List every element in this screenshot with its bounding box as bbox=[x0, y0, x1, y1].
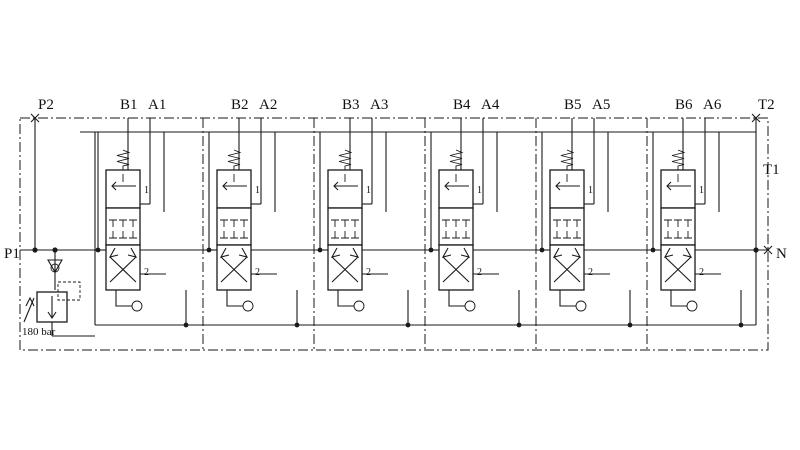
port-label-b4: B4 bbox=[453, 97, 471, 113]
relief-pressure-label: 180 bar bbox=[22, 326, 56, 338]
p2-port-marker bbox=[30, 113, 40, 123]
valve-section-1: B1 A1 1 2 bbox=[95, 97, 189, 328]
junction-dot bbox=[52, 247, 58, 253]
port-label-a6: A6 bbox=[703, 97, 722, 113]
port-label-b2: B2 bbox=[231, 97, 249, 113]
spool-position-1-label: 1 bbox=[144, 185, 149, 196]
port-label-a5: A5 bbox=[592, 97, 610, 113]
valve-section-4: B4 A4 1 2 bbox=[424, 97, 522, 350]
spool-position-1-label: 1 bbox=[699, 185, 704, 196]
port-label-a2: A2 bbox=[259, 97, 277, 113]
port-label-t2: T2 bbox=[758, 97, 775, 113]
valve-section-5: B5 A5 1 2 bbox=[535, 97, 633, 350]
port-label-a1: A1 bbox=[148, 97, 166, 113]
valve-section-3: B3 A3 1 2 bbox=[313, 97, 411, 350]
spool-position-2-label: 2 bbox=[477, 267, 482, 278]
spool-position-2-label: 2 bbox=[699, 267, 704, 278]
spool-position-1-label: 1 bbox=[255, 185, 260, 196]
port-label-t1: T1 bbox=[763, 162, 780, 178]
valve-section-2: B2 A2 1 2 bbox=[202, 97, 300, 350]
port-label-a3: A3 bbox=[370, 97, 388, 113]
port-label-p1: P1 bbox=[4, 246, 20, 262]
port-label-a4: A4 bbox=[481, 97, 500, 113]
n-port-marker bbox=[763, 245, 773, 255]
junction-dot bbox=[32, 247, 38, 253]
port-label-n: N bbox=[776, 246, 787, 262]
port-label-b5: B5 bbox=[564, 97, 582, 113]
junction-dot bbox=[753, 247, 759, 253]
check-valve-symbol bbox=[47, 259, 63, 274]
spool-position-2-label: 2 bbox=[144, 267, 149, 278]
spool-position-1-label: 1 bbox=[366, 185, 371, 196]
spool-position-2-label: 2 bbox=[588, 267, 593, 278]
valve-body-outline bbox=[19, 117, 769, 351]
t2-port-marker bbox=[751, 113, 761, 123]
valve-section-6: B6 A6 1 2 bbox=[646, 97, 744, 350]
relief-valve-symbol bbox=[23, 281, 95, 337]
spool-position-1-label: 1 bbox=[477, 185, 482, 196]
spool-position-2-label: 2 bbox=[255, 267, 260, 278]
spool-position-2-label: 2 bbox=[366, 267, 371, 278]
spool-position-1-label: 1 bbox=[588, 185, 593, 196]
port-label-b3: B3 bbox=[342, 97, 360, 113]
port-label-b6: B6 bbox=[675, 97, 693, 113]
port-label-p2: P2 bbox=[38, 97, 54, 113]
port-label-b1: B1 bbox=[120, 97, 138, 113]
